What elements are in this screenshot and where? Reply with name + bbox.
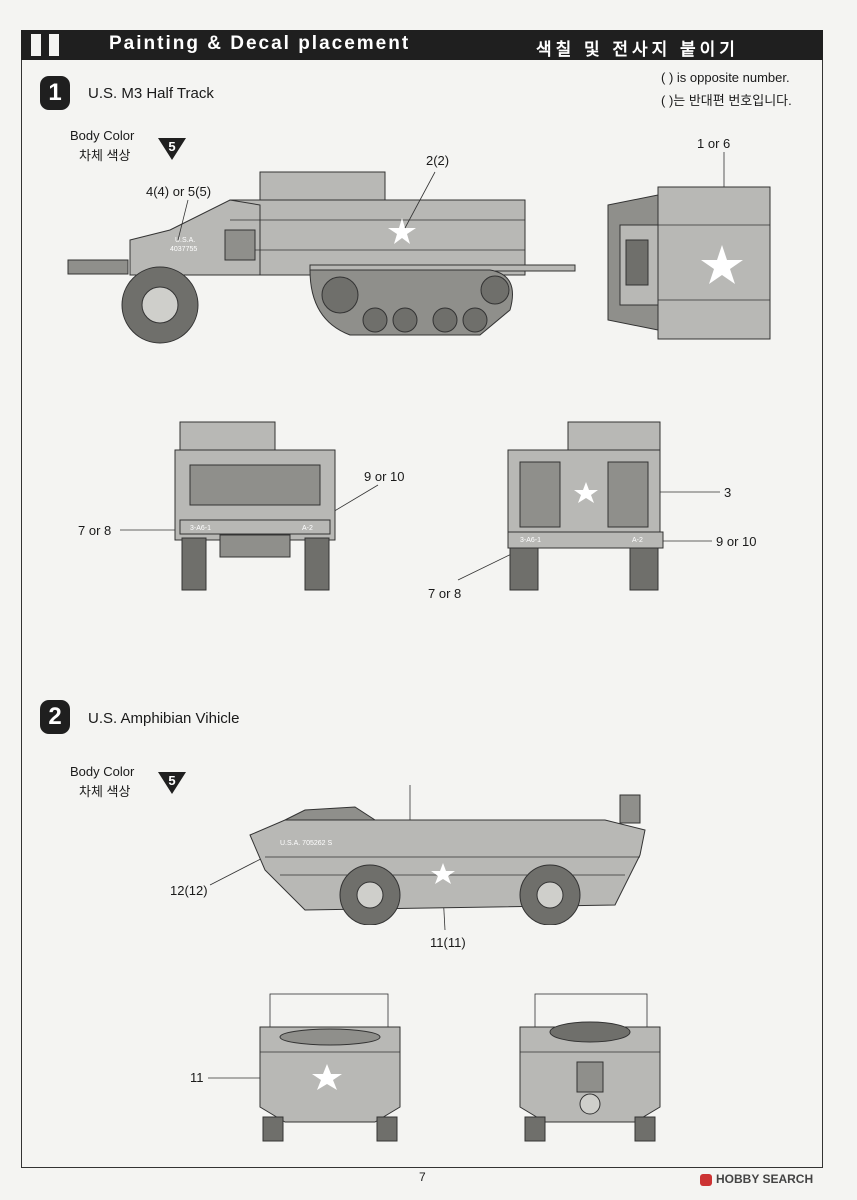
amphibian-serial-marking: U.S.A. 705262 S: [280, 840, 332, 847]
amphibian-rear-drawing: [519, 993, 661, 1142]
hobby-search-watermark: HOBBY SEARCH: [700, 1172, 813, 1186]
halftrack-front-right-marking: A-2: [302, 525, 313, 532]
hobby-search-logo-icon: [700, 1173, 712, 1186]
callout-12-12: 12(12): [170, 883, 208, 898]
note-line2: ( )는 반대편 번호입니다.: [661, 93, 792, 108]
callout-7-8-rear: 7 or 8: [428, 586, 462, 601]
section2-body-color-kr: 차체 색상: [79, 784, 131, 799]
section2-title: U.S. Amphibian Vihicle: [88, 710, 240, 727]
section2-color-number: 5: [168, 773, 176, 788]
amphibian-side-drawing: U.S.A. 705262 S: [249, 785, 646, 925]
halftrack-top-drawing: [607, 186, 771, 340]
callout-11: 11: [190, 1070, 204, 1085]
header-bar: Painting & Decal placement 색칠 및 전사지 붙이기: [21, 30, 823, 60]
section1-body-color: Body Color: [70, 128, 135, 143]
amphibian-front-drawing: [259, 993, 401, 1142]
page-number: 7: [419, 1170, 426, 1184]
halftrack-rear-left-marking: 3-A6-1: [520, 537, 541, 544]
section2-number: 2: [40, 700, 70, 734]
callout-7-8-front: 7 or 8: [78, 523, 112, 538]
section2-body-color: Body Color: [70, 764, 135, 779]
note-line1: ( ) is opposite number.: [661, 70, 790, 85]
halftrack-front-left-marking: 3-A6-1: [190, 525, 211, 532]
callout-11-11: 11(11): [430, 935, 466, 950]
section1-body-color-kr: 차체 색상: [79, 148, 131, 163]
halftrack-front-drawing: 3-A6-1 A-2: [174, 421, 336, 591]
halftrack-side-drawing: U.S.A. 4037755: [67, 171, 576, 344]
color-triangle-icon: [158, 138, 186, 160]
halftrack-rear-drawing: 3-A6-1 A-2: [507, 421, 664, 591]
page-title: Painting & Decal placement: [109, 33, 411, 54]
header-bars-icon: [31, 34, 67, 61]
callout-9-10-rear: 9 or 10: [716, 534, 757, 549]
callout-1-6: 1 or 6: [697, 136, 731, 151]
callout-3: 3: [724, 485, 732, 500]
halftrack-side-marking: U.S.A.: [175, 237, 195, 244]
section1-number: 1: [40, 76, 70, 110]
halftrack-rear-right-marking: A-2: [632, 537, 643, 544]
page-title-kr: 색칠 및 전사지 붙이기: [536, 40, 739, 59]
section1-color-number: 5: [168, 139, 176, 154]
section1-title: U.S. M3 Half Track: [88, 85, 214, 102]
halftrack-side-serial: 4037755: [170, 246, 197, 253]
callout-9-10-front: 9 or 10: [364, 469, 405, 484]
callout-4-5: 4(4) or 5(5): [146, 184, 212, 199]
callout-2-2: 2(2): [426, 153, 450, 168]
color-triangle-icon: [158, 772, 186, 794]
